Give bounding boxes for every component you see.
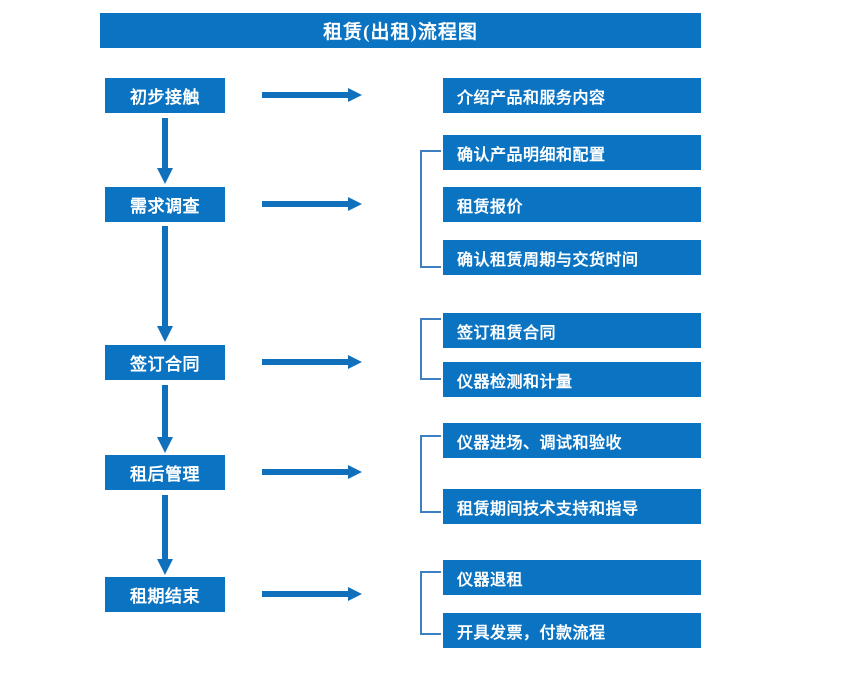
detail-label: 开具发票，付款流程 <box>457 624 606 642</box>
arrow-right-icon-3 <box>262 355 362 369</box>
stage-label: 签订合同 <box>130 355 200 374</box>
stage-box-4[interactable]: 租后管理 <box>105 455 225 490</box>
detail-label: 租赁期间技术支持和指导 <box>457 500 639 518</box>
arrow-down-icon-2 <box>157 226 173 342</box>
detail-box-g4-2[interactable]: 租赁期间技术支持和指导 <box>443 489 701 524</box>
detail-label: 仪器退租 <box>457 571 524 589</box>
detail-box-g3-1[interactable]: 签订租赁合同 <box>443 313 701 348</box>
stage-box-1[interactable]: 初步接触 <box>105 78 225 113</box>
detail-label: 仪器检测和计量 <box>457 373 573 391</box>
bracket-left-icon-2 <box>418 150 442 273</box>
bracket-left-icon-4 <box>418 435 442 518</box>
bracket-left-icon-3 <box>418 318 442 385</box>
detail-label: 仪器进场、调试和验收 <box>457 434 623 452</box>
detail-box-g3-2[interactable]: 仪器检测和计量 <box>443 362 701 397</box>
detail-box-g1-1[interactable]: 介绍产品和服务内容 <box>443 78 701 113</box>
bracket-left-icon-5 <box>418 571 442 640</box>
arrow-down-icon-1 <box>157 118 173 184</box>
arrow-down-icon-4 <box>157 495 173 575</box>
stage-label: 初步接触 <box>130 88 200 107</box>
detail-label: 租赁报价 <box>457 198 524 216</box>
detail-label: 确认租赁周期与交货时间 <box>457 251 639 269</box>
arrow-right-icon-5 <box>262 587 362 601</box>
stage-label: 租后管理 <box>130 465 200 484</box>
detail-box-g2-2[interactable]: 租赁报价 <box>443 187 701 222</box>
stage-box-2[interactable]: 需求调查 <box>105 187 225 222</box>
arrow-down-icon-3 <box>157 385 173 453</box>
detail-label: 介绍产品和服务内容 <box>457 89 606 107</box>
arrow-right-icon-2 <box>262 197 362 211</box>
detail-box-g5-1[interactable]: 仪器退租 <box>443 560 701 595</box>
detail-box-g5-2[interactable]: 开具发票，付款流程 <box>443 613 701 648</box>
detail-label: 签订租赁合同 <box>457 324 557 342</box>
stage-label: 租期结束 <box>130 587 200 606</box>
stage-box-3[interactable]: 签订合同 <box>105 345 225 380</box>
stage-label: 需求调查 <box>130 197 200 216</box>
detail-box-g4-1[interactable]: 仪器进场、调试和验收 <box>443 423 701 458</box>
stage-box-5[interactable]: 租期结束 <box>105 577 225 612</box>
arrow-right-icon-1 <box>262 88 362 102</box>
detail-label: 确认产品明细和配置 <box>457 146 606 164</box>
detail-box-g2-1[interactable]: 确认产品明细和配置 <box>443 135 701 170</box>
detail-box-g2-3[interactable]: 确认租赁周期与交货时间 <box>443 240 701 275</box>
page-title: 租赁(出租)流程图 <box>100 13 701 48</box>
arrow-right-icon-4 <box>262 465 362 479</box>
